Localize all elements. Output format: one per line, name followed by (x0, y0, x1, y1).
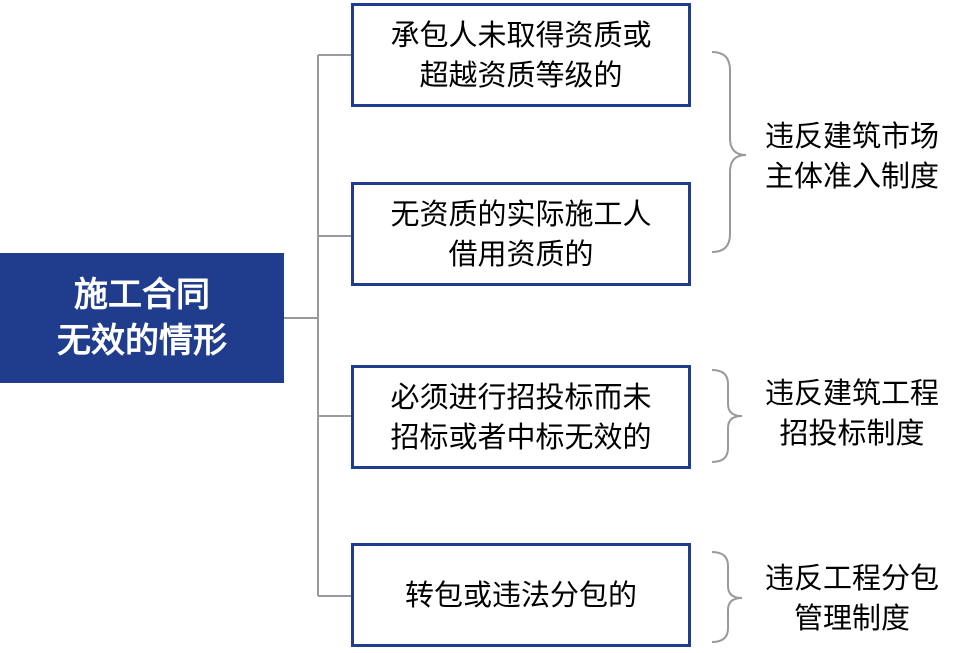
case-box-4: 转包或违法分包的 (351, 543, 691, 647)
brace-3 (711, 551, 743, 643)
root-node: 施工合同 无效的情形 (0, 253, 284, 383)
case-1-line-1: 承包人未取得资质或 (390, 18, 652, 52)
category-3-line-2: 管理制度 (793, 601, 910, 635)
category-label-2: 违反建筑工程 招投标制度 (742, 368, 962, 458)
category-1-line-2: 主体准入制度 (764, 159, 939, 193)
root-title-line-2: 无效的情形 (57, 321, 227, 361)
category-1-line-1: 违反建筑市场 (764, 119, 939, 153)
case-box-2: 无资质的实际施工人 借用资质的 (351, 182, 691, 286)
case-2-line-2: 借用资质的 (448, 237, 594, 271)
case-box-1: 承包人未取得资质或 超越资质等级的 (351, 3, 691, 107)
category-3-line-1: 违反工程分包 (764, 561, 939, 595)
case-1-line-2: 超越资质等级的 (419, 58, 623, 92)
root-title-line-1: 施工合同 (74, 275, 210, 315)
brace-1 (711, 51, 747, 253)
case-2-line-1: 无资质的实际施工人 (390, 197, 652, 231)
brace-2 (711, 369, 743, 463)
category-2-line-2: 招投标制度 (779, 416, 925, 450)
case-box-3: 必须进行招投标而未 招标或者中标无效的 (351, 365, 691, 469)
category-label-3: 违反工程分包 管理制度 (742, 553, 962, 643)
case-3-line-2: 招标或者中标无效的 (390, 420, 652, 454)
case-3-line-1: 必须进行招投标而未 (390, 380, 652, 414)
case-4-line-1: 转包或违法分包的 (404, 578, 637, 612)
category-2-line-1: 违反建筑工程 (764, 376, 939, 410)
category-label-1: 违反建筑市场 主体准入制度 (742, 111, 962, 201)
